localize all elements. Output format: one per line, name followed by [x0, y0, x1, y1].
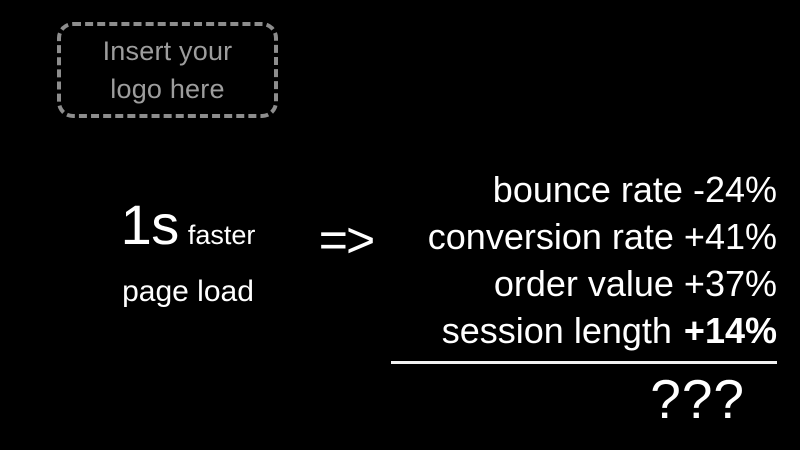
statement-big-number: 1s: [120, 193, 180, 256]
statement-qualifier: faster: [187, 220, 256, 250]
metric-value: -24%: [692, 169, 777, 210]
metrics-list: bounce rate-24% conversion rate+41% orde…: [357, 166, 777, 432]
metric-label: bounce rate: [492, 169, 683, 210]
metric-row: conversion rate+41%: [357, 213, 777, 260]
logo-placeholder-label: Insert your logo here: [102, 36, 233, 104]
statement-subject: page load: [122, 275, 254, 308]
metric-label: conversion rate: [427, 216, 674, 257]
metric-value: +14%: [683, 310, 777, 351]
metric-row: order value+37%: [357, 260, 777, 307]
metric-value: +41%: [683, 216, 777, 257]
metrics-summation-rule: [391, 361, 777, 364]
metric-row: session length +14%: [357, 307, 777, 354]
implies-arrow-icon: =>: [318, 212, 375, 268]
metric-label: order value: [493, 263, 674, 304]
metric-label: session length: [441, 310, 672, 351]
metrics-total-value: ???: [650, 368, 745, 430]
metric-row: bounce rate-24%: [357, 166, 777, 213]
logo-placeholder[interactable]: Insert your logo here: [57, 22, 278, 118]
metric-value: +37%: [683, 263, 777, 304]
